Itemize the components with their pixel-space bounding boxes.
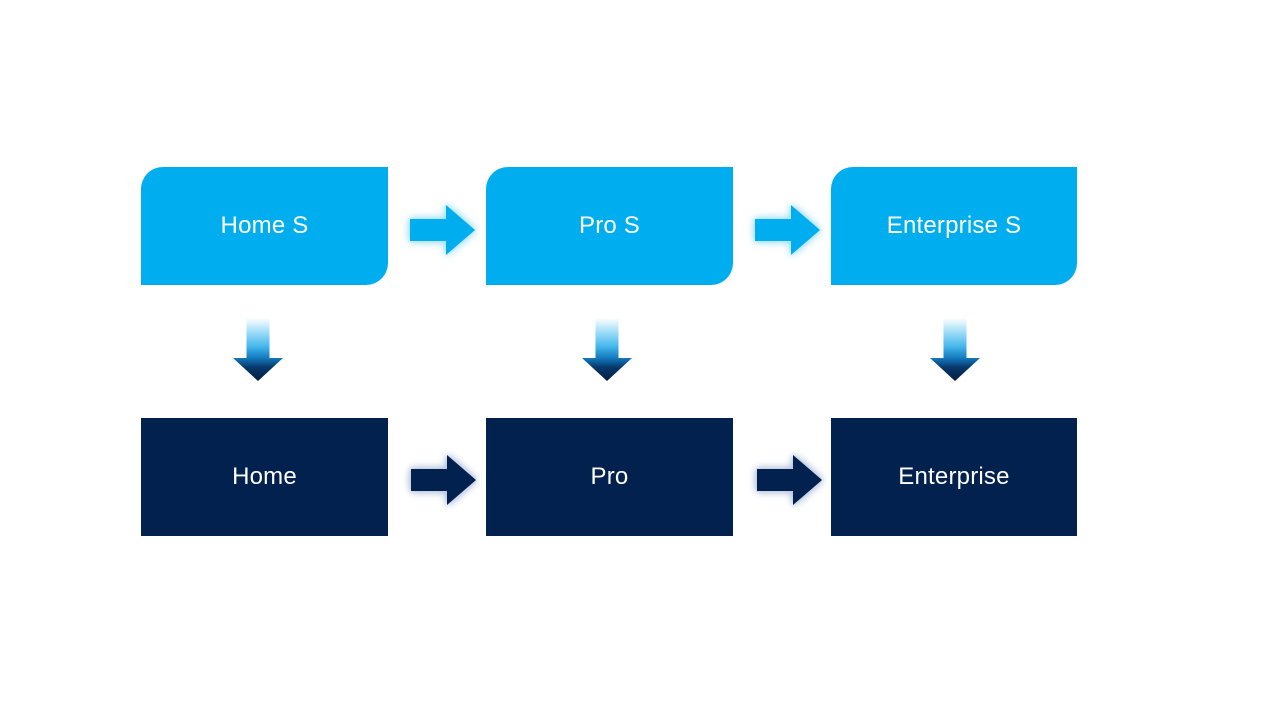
node-enterprise-s: Enterprise S <box>831 167 1077 285</box>
down-arrow-icon <box>930 318 980 381</box>
node-home-s-label: Home S <box>220 212 309 239</box>
node-enterprise-s-label: Enterprise S <box>886 212 1022 239</box>
right-arrow-icon <box>411 455 476 505</box>
node-enterprise: Enterprise <box>831 418 1077 536</box>
node-pro: Pro <box>486 418 733 536</box>
right-arrow-icon <box>757 455 822 505</box>
node-pro-label: Pro <box>590 463 629 490</box>
right-arrow-icon <box>410 205 475 255</box>
down-arrow-icon <box>233 318 283 381</box>
node-home-label: Home <box>232 463 297 490</box>
node-pro-s-label: Pro S <box>578 212 641 239</box>
right-arrow-icon <box>755 205 820 255</box>
down-arrow-icon <box>582 318 632 381</box>
node-enterprise-label: Enterprise <box>898 463 1010 490</box>
node-home: Home <box>141 418 388 536</box>
node-pro-s: Pro S <box>486 167 733 285</box>
node-home-s: Home S <box>141 167 388 285</box>
